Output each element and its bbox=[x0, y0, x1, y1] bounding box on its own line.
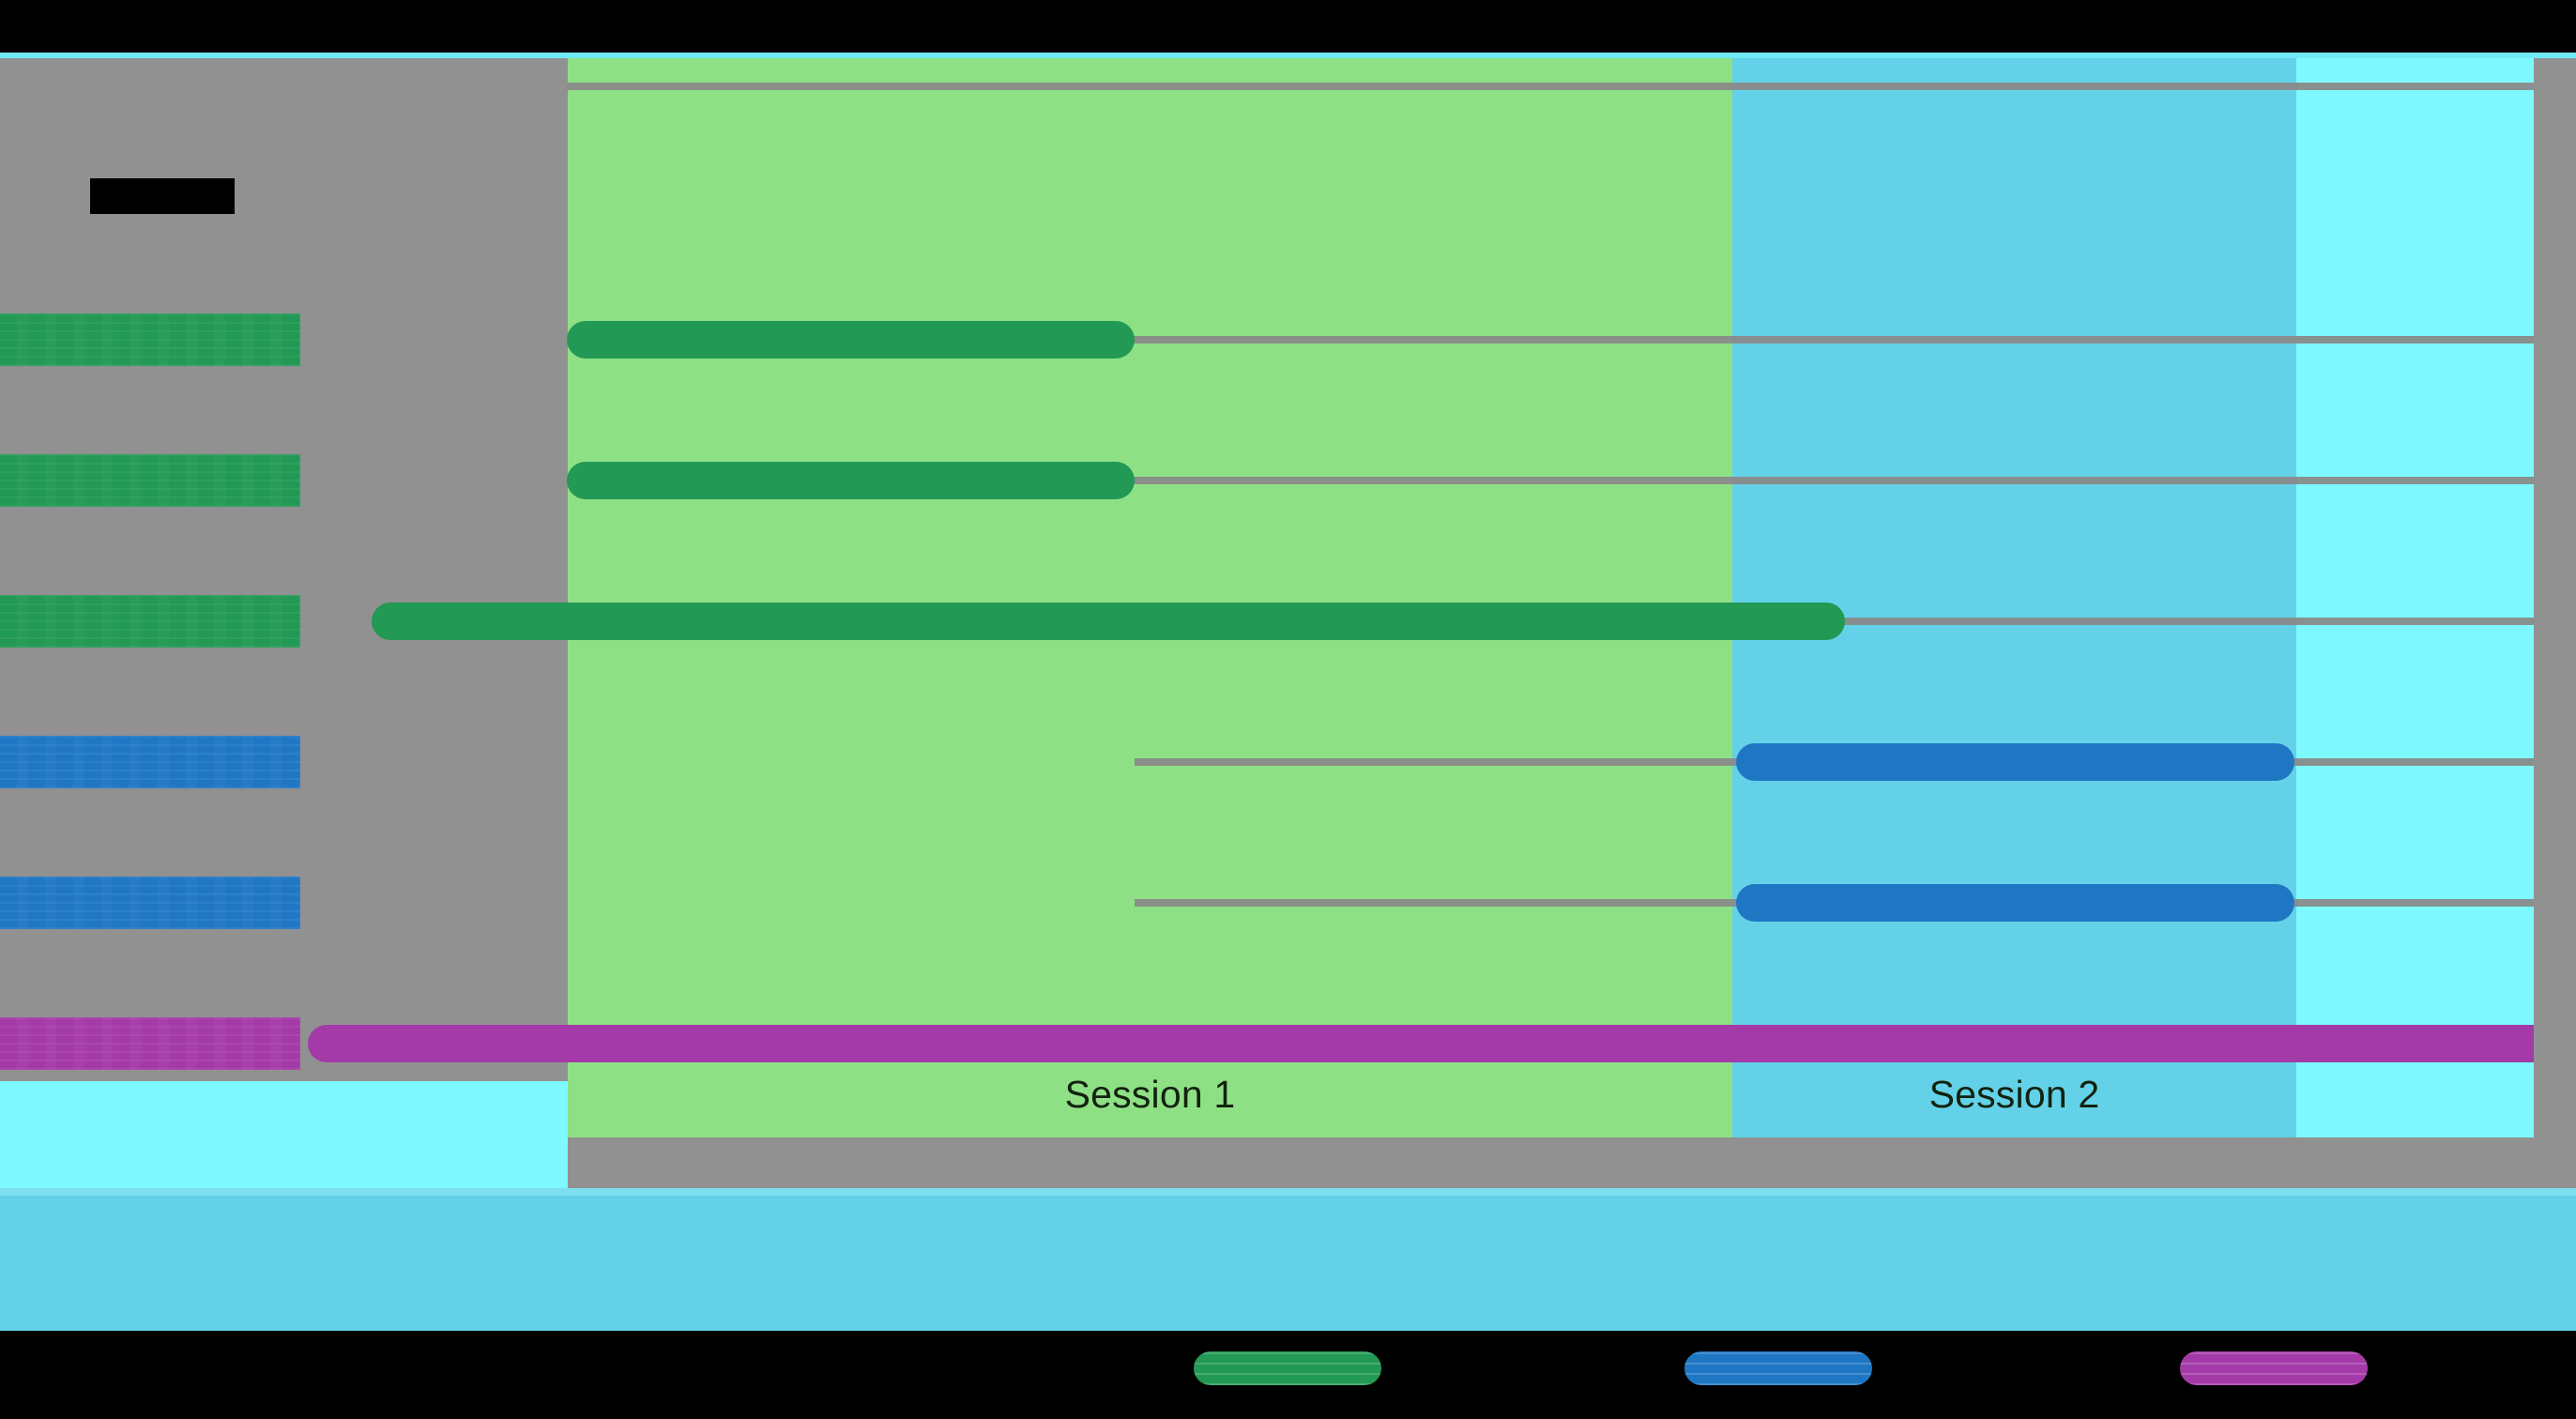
redaction-overlay-icon bbox=[1194, 1351, 1381, 1385]
row-label-5[interactable] bbox=[0, 877, 300, 929]
gantt-bar-row3[interactable] bbox=[372, 603, 1845, 640]
redaction-overlay-icon bbox=[0, 454, 300, 507]
gantt-chart-surface: Session 1 Session 2 bbox=[0, 58, 2576, 1196]
row-label-column bbox=[0, 58, 300, 1081]
legend-swatch-green-icon bbox=[1194, 1351, 1381, 1385]
row-baseline-1 bbox=[567, 336, 2534, 343]
timeline-rows bbox=[0, 58, 2576, 1081]
toolbar-accent-bar bbox=[0, 53, 2576, 58]
chart-title-redacted bbox=[90, 178, 235, 214]
row-label-3[interactable] bbox=[0, 595, 300, 648]
legend-item-magenta[interactable] bbox=[2180, 1351, 2368, 1385]
gantt-bar-row4[interactable] bbox=[1736, 743, 2294, 781]
legend-swatch-blue-icon bbox=[1684, 1351, 1872, 1385]
vertical-scrollbar[interactable] bbox=[2534, 58, 2576, 1196]
session-2-label: Session 2 bbox=[1928, 1073, 2100, 1116]
gantt-bar-row6[interactable] bbox=[308, 1025, 2576, 1062]
redaction-overlay-icon bbox=[2180, 1351, 2368, 1385]
legend-item-blue[interactable] bbox=[1684, 1351, 1872, 1385]
legend-item-green[interactable] bbox=[1194, 1351, 1381, 1385]
footer-band bbox=[0, 1196, 2576, 1331]
session-band-2: Session 2 bbox=[1732, 58, 2296, 1137]
redaction-overlay-icon bbox=[0, 877, 300, 929]
session-1-label: Session 1 bbox=[1064, 1073, 1236, 1116]
window-toolbar-redacted bbox=[0, 0, 2576, 53]
redaction-overlay-icon bbox=[1684, 1351, 1872, 1385]
redaction-overlay-icon bbox=[0, 595, 300, 648]
session-band-1: Session 1 bbox=[568, 58, 1732, 1137]
gantt-bar-row1[interactable] bbox=[567, 321, 1135, 359]
row-label-2[interactable] bbox=[0, 454, 300, 507]
legend-swatch-magenta-icon bbox=[2180, 1351, 2368, 1385]
gantt-bar-row5[interactable] bbox=[1736, 884, 2294, 922]
row-label-1[interactable] bbox=[0, 313, 300, 366]
lower-left-panel bbox=[0, 1081, 568, 1196]
vertical-scrollbar-thumb[interactable] bbox=[2534, 60, 2576, 1196]
chart-legend bbox=[0, 1331, 2576, 1419]
gantt-bar-row2[interactable] bbox=[567, 462, 1135, 499]
row-label-6[interactable] bbox=[0, 1017, 300, 1070]
redaction-overlay-icon bbox=[0, 313, 300, 366]
row-label-4[interactable] bbox=[0, 736, 300, 788]
row-baseline-2 bbox=[567, 477, 2534, 484]
redaction-overlay-icon bbox=[0, 1017, 300, 1070]
session-band-3 bbox=[2296, 58, 2534, 1137]
redaction-overlay-icon bbox=[0, 736, 300, 788]
row-baseline-0 bbox=[567, 83, 2534, 90]
footer-edge-line bbox=[0, 1188, 2576, 1196]
